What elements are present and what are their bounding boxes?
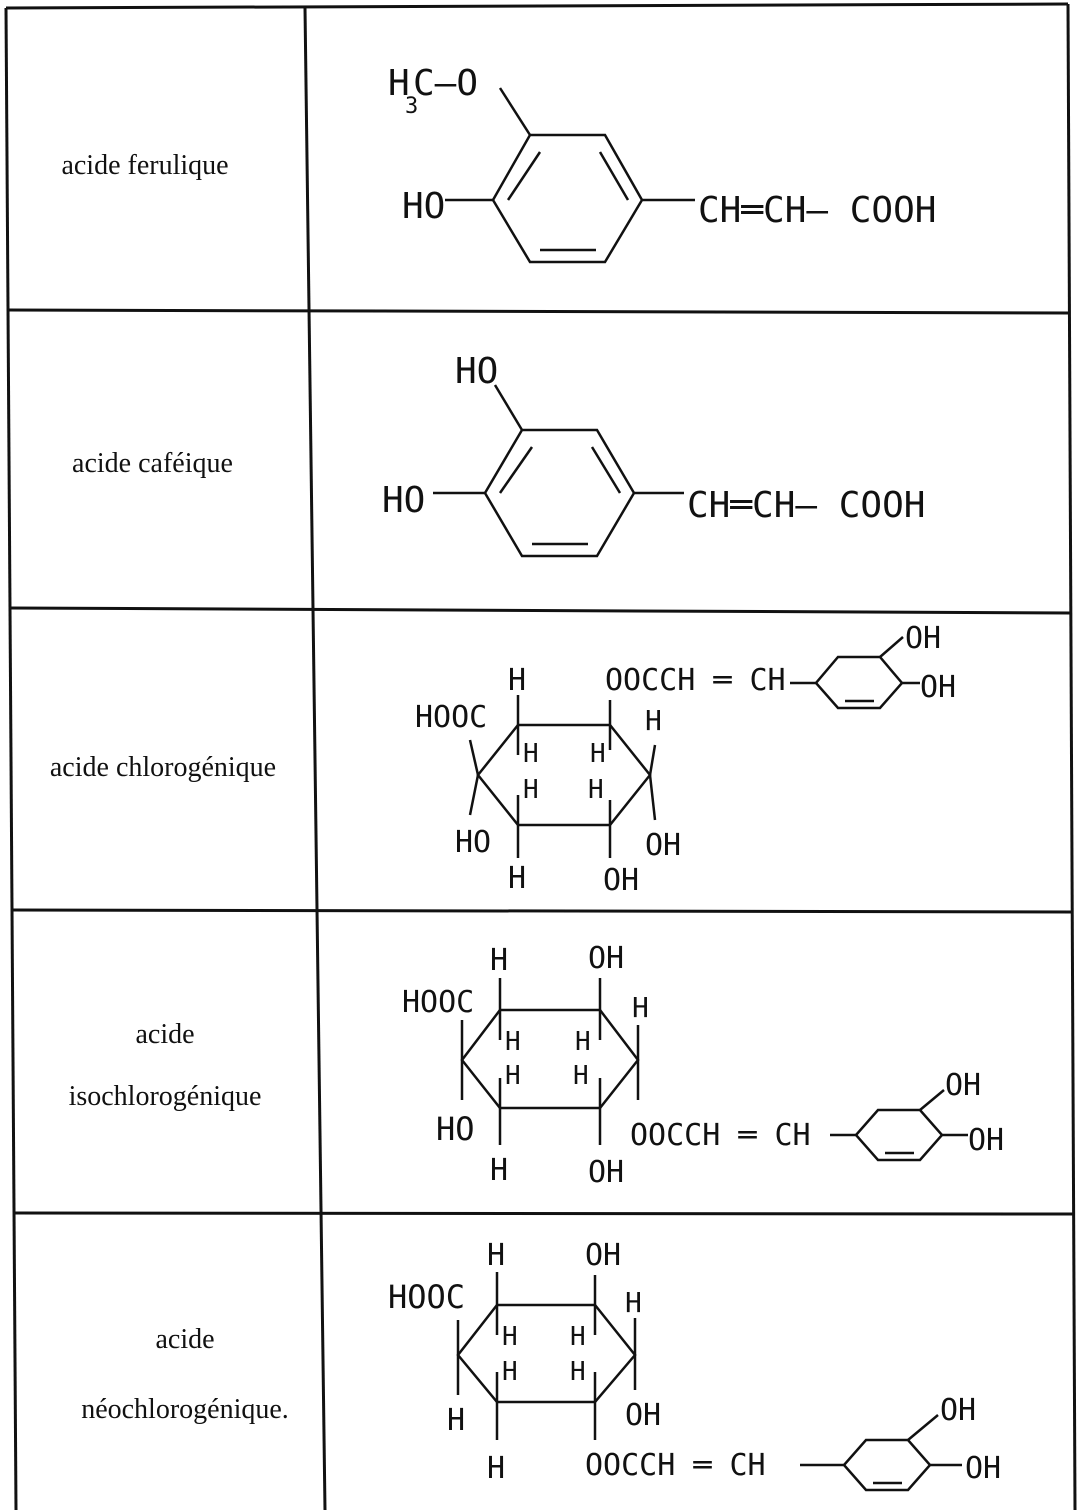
label: HO	[455, 351, 498, 392]
label: H	[570, 1357, 586, 1387]
label: H	[570, 1322, 586, 1352]
quinic-ring	[460, 978, 640, 1145]
label: H	[490, 1153, 508, 1188]
label: H	[632, 991, 649, 1024]
label: H	[502, 1357, 518, 1387]
label: OH	[603, 863, 639, 898]
label: H	[575, 1027, 591, 1057]
label: H	[508, 663, 526, 698]
compound-name-isochlorogenic: acide isochlorogénique	[40, 1004, 290, 1128]
label: OH	[940, 1393, 976, 1428]
label: H	[505, 1027, 521, 1057]
label: H	[487, 1238, 505, 1273]
label: OH	[905, 621, 941, 656]
compound-name-line: acide caféique	[72, 448, 233, 479]
compound-name-line: acide chlorogénique	[49, 752, 277, 783]
compound-name-line: acide	[155, 1324, 215, 1355]
label: H	[573, 1061, 589, 1091]
label: H	[588, 775, 604, 805]
label: OH	[588, 941, 624, 976]
label: H	[625, 1286, 642, 1319]
compound-name-line: isochlorogénique	[68, 1081, 262, 1112]
label: OH	[965, 1451, 1001, 1486]
label: H	[508, 861, 526, 896]
label: OH	[968, 1123, 1004, 1158]
label: OOCCH ═ CH	[585, 1448, 766, 1483]
label: H	[487, 1451, 505, 1486]
benzene-ring	[445, 87, 695, 264]
label: HOOC	[388, 1278, 465, 1316]
label: CH═CH— COOH	[687, 485, 925, 526]
label: H	[490, 943, 508, 978]
label: OH	[920, 670, 956, 705]
label: OH	[645, 828, 681, 863]
compound-name-line: néochlorogénique.	[81, 1394, 289, 1425]
label: CH═CH— COOH	[698, 190, 936, 231]
quinic-ring	[456, 1272, 637, 1440]
catechol-ring	[790, 636, 920, 710]
label: OOCCH ═ CH	[605, 663, 786, 698]
label: HO	[382, 480, 425, 521]
label: OOCCH ═ CH	[630, 1118, 811, 1153]
label: 3	[405, 94, 418, 119]
catechol-ring	[800, 1414, 962, 1492]
label: H	[505, 1061, 521, 1091]
label: HOOC	[402, 985, 474, 1020]
label: H	[523, 775, 539, 805]
label: H	[388, 63, 410, 104]
compound-name-line: acide ferulique	[61, 150, 229, 181]
label: OH	[588, 1155, 624, 1190]
compound-name-ferulic: acide ferulique	[20, 150, 270, 182]
quinic-ring	[468, 695, 657, 858]
label: H	[502, 1322, 518, 1352]
label: HO	[436, 1110, 475, 1148]
compound-name-line: acide	[135, 1019, 195, 1050]
label: H	[447, 1403, 465, 1438]
label: H	[645, 704, 662, 737]
label: H	[523, 739, 539, 769]
catechol-ring	[830, 1089, 968, 1162]
compound-name-chlorogenic: acide chlorogénique	[18, 752, 308, 784]
label: C—O	[413, 63, 478, 104]
label: OH	[585, 1238, 621, 1273]
label: HO	[455, 825, 491, 860]
label: HO	[402, 186, 445, 227]
compound-name-neochlorogenic: acide néochlorogénique.	[55, 1305, 315, 1445]
label: OH	[945, 1068, 981, 1103]
compound-name-caffeic: acide caféique	[25, 448, 280, 480]
label: H	[590, 739, 606, 769]
benzene-ring	[433, 384, 684, 558]
label: OH	[625, 1398, 661, 1433]
label: HOOC	[415, 700, 487, 735]
